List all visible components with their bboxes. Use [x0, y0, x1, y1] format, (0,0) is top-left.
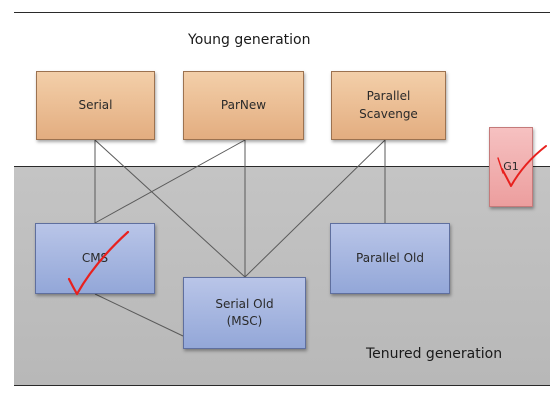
cms-collector-label: CMS: [81, 250, 109, 265]
link-cms-serial-old: [94, 293, 184, 337]
parnew-collector-box: ParNew: [183, 71, 304, 140]
g1-collector-label: G1: [503, 160, 519, 174]
g1-collector-box: G1: [489, 127, 533, 207]
link-parnew-cms: [94, 139, 246, 224]
cms-collector-box: CMS: [35, 223, 155, 294]
parallel-scavenge-collector-label: Parallel Scavenge: [359, 89, 418, 121]
parallel-old-collector-label: Parallel Old: [356, 250, 424, 265]
generation-divider: [14, 166, 550, 167]
serial-collector-label: Serial: [78, 97, 113, 112]
tenured-generation-label: Tenured generation: [366, 346, 503, 362]
link-serial-serial-old: [94, 139, 246, 278]
young-generation-label: Young generation: [188, 32, 311, 48]
serial-old-collector-label: Serial Old (MSC): [215, 296, 274, 328]
top-border: [14, 12, 550, 13]
serial-collector-box: Serial: [36, 71, 155, 140]
parnew-collector-label: ParNew: [220, 97, 267, 112]
bottom-border: [14, 385, 550, 386]
link-parallel-scavenge-serial-old: [244, 139, 386, 278]
parallel-scavenge-collector-box: Parallel Scavenge: [331, 71, 446, 140]
serial-old-collector-box: Serial Old (MSC): [183, 277, 306, 349]
parallel-old-collector-box: Parallel Old: [330, 223, 450, 294]
